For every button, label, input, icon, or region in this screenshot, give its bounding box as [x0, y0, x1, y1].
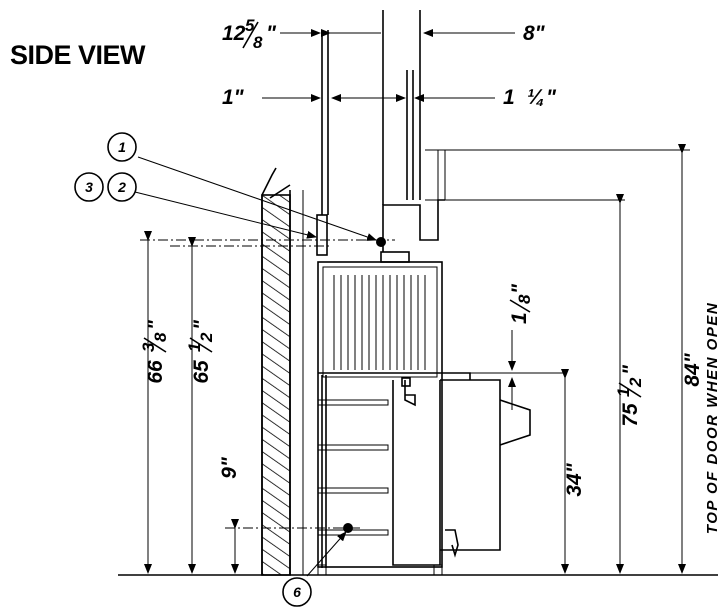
dim-offset-right-small: 1 ¼ " — [503, 86, 557, 109]
dim-height-drain: 9" — [218, 456, 241, 479]
svg-text:12: 12 — [222, 22, 246, 45]
svg-text:1: 1 — [118, 139, 126, 155]
svg-text:5: 5 — [245, 16, 255, 35]
dim-height-table: 34" — [563, 462, 586, 496]
svg-text:": " — [144, 319, 167, 330]
svg-text:8: 8 — [515, 294, 534, 304]
dim-offset-right: 8" — [523, 22, 546, 45]
svg-text:2: 2 — [626, 377, 645, 388]
svg-text:2: 2 — [197, 332, 216, 343]
svg-text:": " — [619, 364, 642, 375]
callout-1: 1 — [107, 132, 137, 162]
svg-text:66: 66 — [144, 360, 167, 384]
note-top-of-door: TOP OF DOOR WHEN OPEN — [704, 302, 718, 534]
svg-text:8: 8 — [151, 332, 170, 342]
svg-text:8: 8 — [253, 33, 263, 52]
dim-top-width: 12 5 8 " — [222, 16, 277, 52]
dim-offset-left-small: 1" — [222, 86, 245, 109]
dim-height-inlet: 66 3 8 " — [139, 319, 170, 384]
svg-text:3: 3 — [85, 179, 93, 195]
svg-text:": " — [546, 86, 557, 109]
dim-gap-small: 1 8 " — [508, 283, 534, 324]
svg-text:3: 3 — [139, 342, 158, 352]
dim-height-hood: 75 1 2 " — [614, 364, 645, 427]
water-inlet-connection — [376, 237, 386, 247]
callout-6: 6 — [282, 577, 312, 607]
svg-text:1: 1 — [508, 312, 531, 324]
svg-text:1: 1 — [503, 86, 515, 109]
dimension-lines — [134, 29, 686, 577]
svg-text:1: 1 — [185, 343, 204, 352]
svg-text:": " — [508, 283, 531, 294]
svg-text:75: 75 — [619, 403, 642, 427]
callout-2: 2 — [107, 172, 137, 202]
callout-3: 3 — [74, 172, 104, 202]
svg-text:1: 1 — [614, 388, 633, 397]
dim-height-door-open: 84" — [681, 352, 704, 386]
svg-text:¼: ¼ — [527, 86, 545, 109]
svg-text:65: 65 — [190, 360, 213, 384]
svg-text:": " — [190, 319, 213, 330]
svg-text:6: 6 — [293, 584, 301, 600]
svg-text:2: 2 — [117, 179, 126, 195]
svg-text:": " — [266, 22, 277, 45]
dishwasher-body — [316, 10, 531, 576]
page-title: SIDE VIEW — [10, 40, 146, 70]
dim-height-valve: 65 1 2 " — [185, 319, 216, 384]
wall — [261, 167, 304, 576]
